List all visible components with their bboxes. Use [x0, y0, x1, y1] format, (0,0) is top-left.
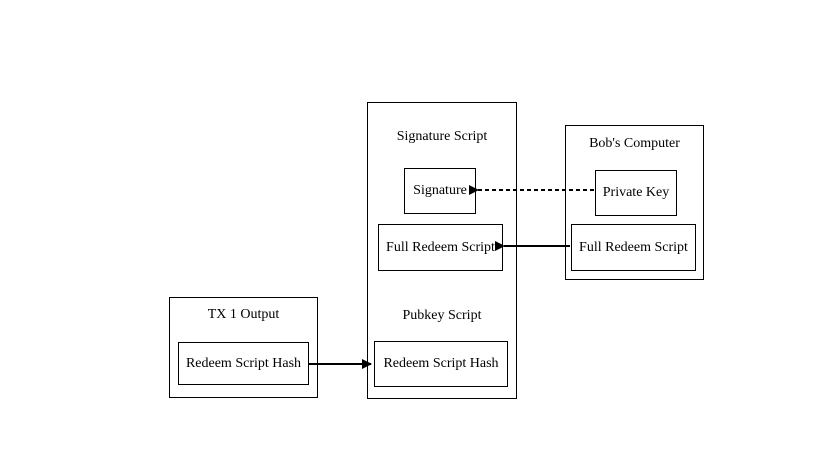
tx1-redeem-script-hash-box: Redeem Script Hash: [178, 342, 309, 385]
pubkey-redeem-script-hash-box: Redeem Script Hash: [374, 341, 508, 387]
pubkey-script-title: Pubkey Script: [402, 308, 482, 323]
full-redeem-script-box: Full Redeem Script: [378, 224, 503, 271]
signature-box: Signature: [404, 168, 476, 214]
bobs-full-redeem-script-box: Full Redeem Script: [571, 224, 696, 271]
signature-script-title: Signature Script: [396, 129, 488, 144]
bobs-computer-title: Bob's Computer: [589, 136, 680, 151]
tx1-output-box: TX 1 Output Redeem Script Hash: [169, 297, 318, 398]
private-key-box: Private Key: [595, 170, 677, 216]
tx1-output-title: TX 1 Output: [207, 307, 280, 322]
transaction-script-box: Signature Script Signature Full Redeem S…: [367, 102, 517, 399]
bobs-computer-box: Bob's Computer Private Key Full Redeem S…: [565, 125, 704, 280]
